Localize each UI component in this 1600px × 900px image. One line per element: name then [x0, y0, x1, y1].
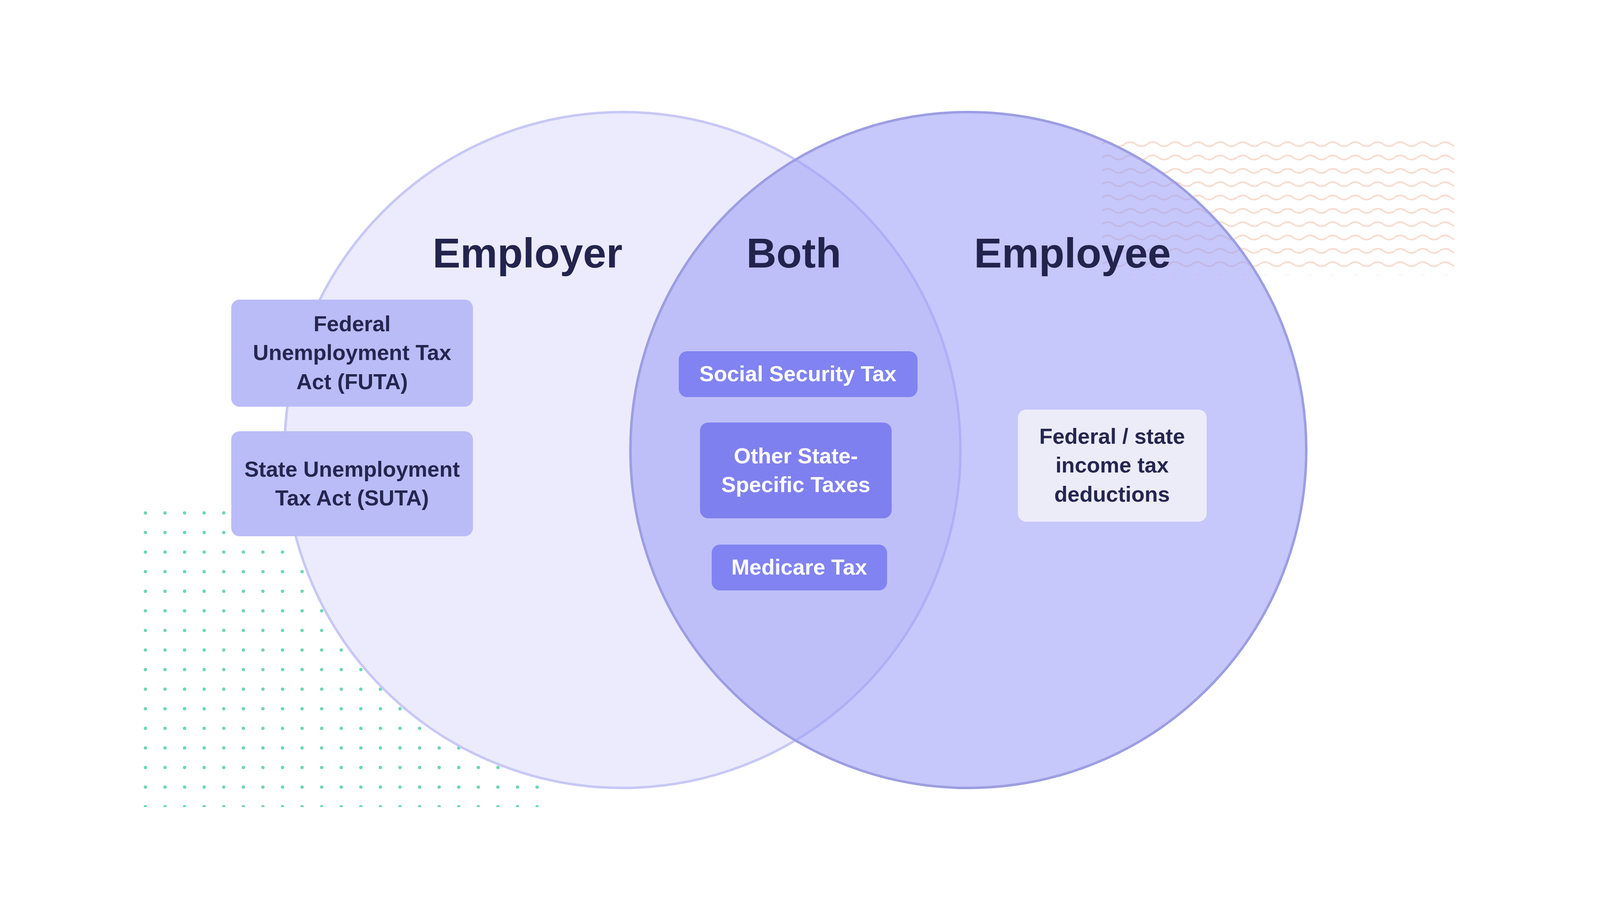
- employee-circle: EmployeeSocial Security TaxOther State-S…: [628, 110, 1308, 790]
- shared-tax-box: Medicare Tax: [711, 544, 888, 591]
- box-label: Medicare Tax: [731, 552, 868, 582]
- circle-shape: [630, 112, 1307, 788]
- circle-title: Employer: [432, 230, 623, 276]
- box-label: State Unemployment Tax Act (SUTA): [243, 455, 461, 513]
- employee-tax-box: Federal / state income tax deductions: [1017, 409, 1207, 522]
- tax-box: Federal Unemployment Tax Act (FUTA): [231, 299, 473, 407]
- circle-title: Employee: [974, 230, 1171, 276]
- shared-tax-box: Other State-Specific Taxes: [700, 422, 892, 519]
- box-label: Social Security Tax: [699, 359, 897, 389]
- tax-box: State Unemployment Tax Act (SUTA): [231, 431, 473, 537]
- box-label: Other State-Specific Taxes: [712, 441, 880, 500]
- box-label: Federal Unemployment Tax Act (FUTA): [243, 309, 461, 396]
- box-label: Federal / state income tax deductions: [1030, 422, 1195, 509]
- overlap-title: Both: [746, 230, 842, 276]
- shared-tax-box: Social Security Tax: [678, 351, 918, 398]
